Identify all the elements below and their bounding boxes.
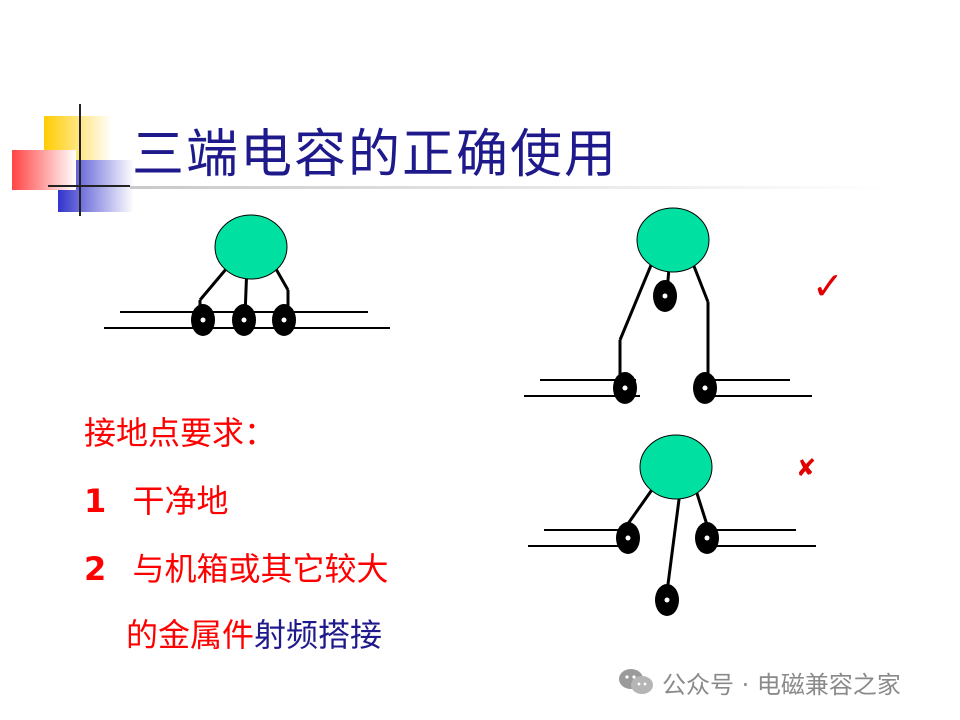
item-2-cont-blue: 射频搭接 [254, 616, 383, 654]
capacitor-body [639, 434, 713, 500]
diagram-correct-usage [524, 207, 812, 404]
wrong-cross-mark: ✘ [796, 454, 817, 482]
page-title: 三端电容的正确使用 [132, 125, 619, 185]
requirements-heading: 接地点要求： [84, 414, 277, 452]
diagram-wrong-usage [528, 434, 816, 616]
title-underline [130, 186, 890, 189]
item-1-number: 1 [84, 482, 107, 520]
capacitor-body [636, 207, 710, 273]
item-2-text: 与机箱或其它较大 [132, 550, 389, 588]
wechat-icon [619, 669, 653, 694]
corner-decoration [12, 104, 134, 216]
decor-red-square [12, 150, 76, 190]
item-2-number: 2 [84, 550, 107, 588]
item-1-text: 干净地 [132, 482, 229, 520]
requirement-item-2: 2 与机箱或其它较大 [84, 544, 388, 590]
requirement-item-1: 1 干净地 [84, 476, 228, 522]
capacitor-body [214, 214, 288, 280]
diagram-inline-capacitor [104, 214, 390, 336]
requirement-item-2-continued: 的金属件射频搭接 [126, 610, 382, 656]
watermark: 公众号 · 电磁兼容之家 [618, 664, 901, 700]
correct-check-mark: ✓ [812, 264, 844, 308]
item-2-cont-red: 的金属件 [126, 616, 255, 654]
watermark-text: 公众号 · 电磁兼容之家 [662, 670, 901, 699]
